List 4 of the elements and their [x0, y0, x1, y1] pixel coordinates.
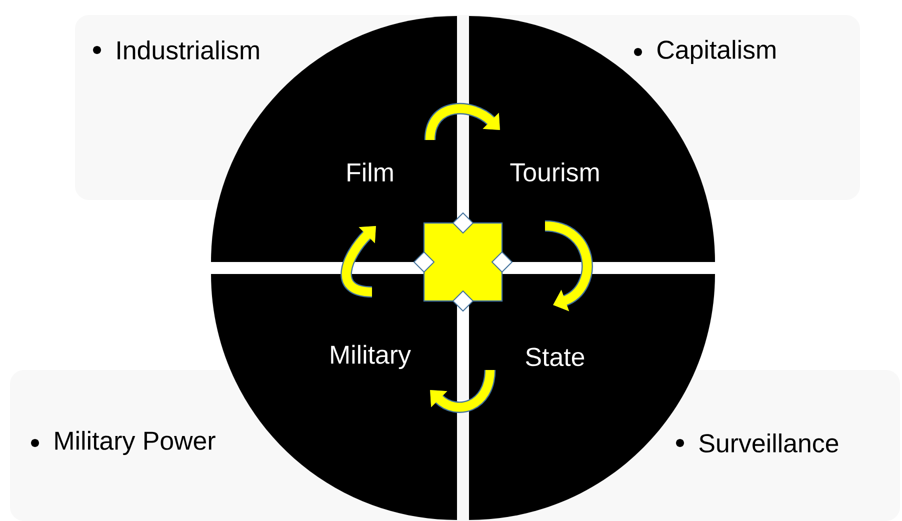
curved-arrow [424, 102, 500, 141]
curved-arrow [544, 220, 593, 312]
curved-arrow [340, 226, 376, 298]
curved-arrow [430, 370, 496, 413]
